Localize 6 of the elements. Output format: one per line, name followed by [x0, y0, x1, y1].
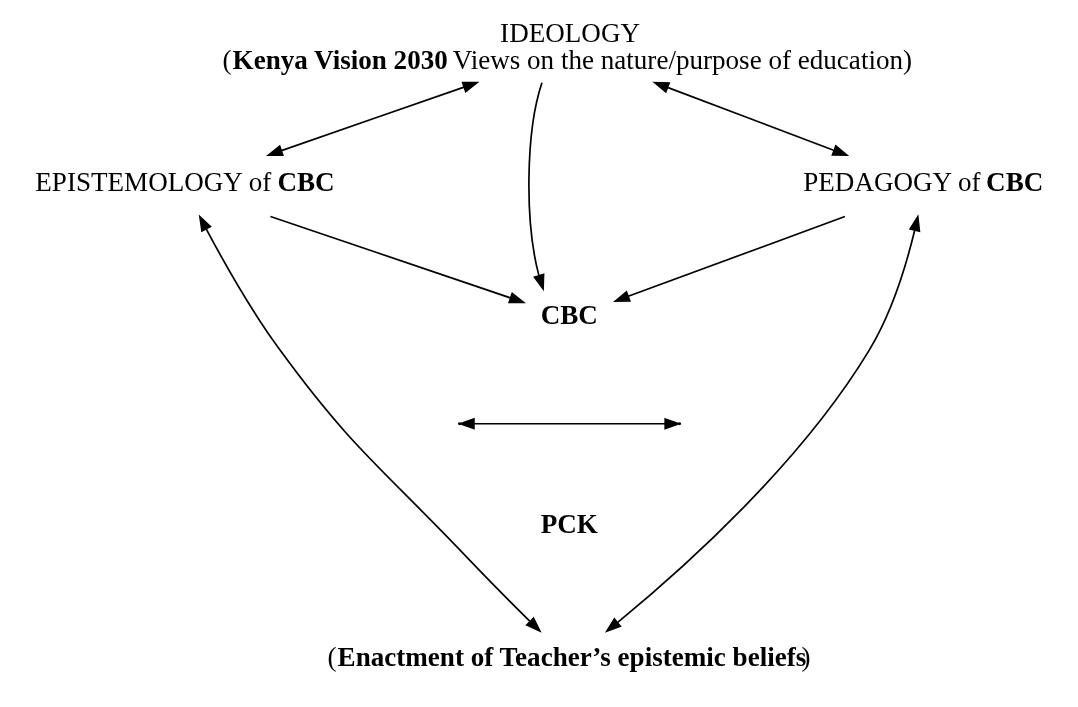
node-text: (Enactment of Teacher’s epistemic beliefs) — [326, 642, 811, 673]
label: PCK — [540, 508, 598, 539]
node-text: EPISTEMOLOGY of CBC — [34, 166, 335, 197]
node-text: CBC — [540, 300, 598, 331]
node-text: PEDAGOGY of CBC — [802, 166, 1043, 197]
node-text: IDEOLOGY (Kenya Vision 2030 Views on the nature/purpose of education) — [221, 17, 912, 75]
